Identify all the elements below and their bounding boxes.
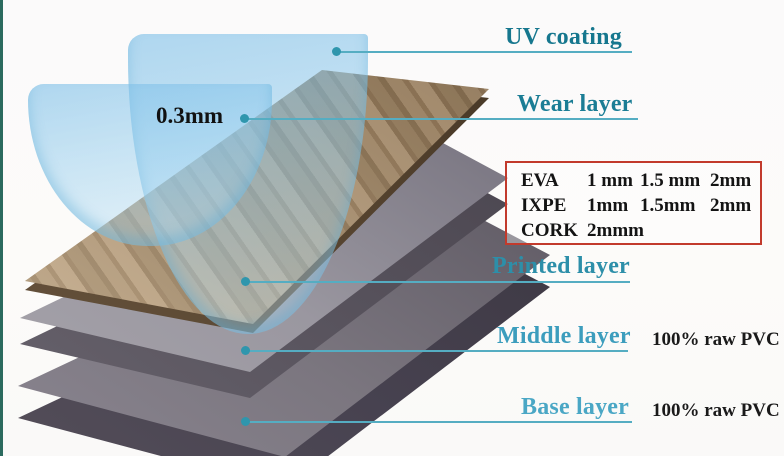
middle-layer-pvc-note: 100% raw PVC: [652, 329, 780, 350]
spec-material: CORK: [521, 219, 578, 241]
spec-value: 2mm: [710, 194, 752, 216]
spec-material: EVA: [521, 169, 559, 191]
spec-value: 1.5 mm: [640, 169, 701, 191]
spec-material: IXPE: [521, 194, 567, 216]
spec-value: 2mm: [710, 169, 752, 191]
middle-layer-label: Middle layer: [497, 323, 631, 349]
uv-coating-label: UV coating: [505, 24, 622, 50]
base-layer-leader-dot: [241, 417, 250, 426]
base-layer-label: Base layer: [521, 394, 629, 420]
spec-value: 1.5mm: [640, 194, 696, 216]
wear-layer-label: Wear layer: [517, 91, 633, 117]
thickness-spec-box: EVA 1 mm 1.5 mm 2mm IXPE 1mm 1.5mm 2mm C…: [505, 161, 762, 245]
spec-value: 1 mm: [587, 169, 633, 191]
spec-value: 2mmm: [587, 219, 644, 241]
middle-layer-leader-line: [241, 346, 628, 355]
spec-value: 1mm: [587, 194, 629, 216]
middle-layer-leader-dot: [241, 346, 250, 355]
base-layer-pvc-note: 100% raw PVC: [652, 400, 780, 421]
uv-coating-leader-dot: [332, 47, 341, 56]
base-layer-leader-line: [241, 417, 632, 426]
printed-layer-leader-dot: [241, 277, 250, 286]
wear-thickness-annotation: 0.3mm: [156, 103, 224, 128]
wear-layer-leader-dot: [240, 114, 249, 123]
wear-layer-leader-line: [240, 114, 638, 123]
uv-coating-leader-line: [332, 47, 632, 56]
left-border-strip: [0, 0, 3, 456]
printed-layer-label: Printed layer: [492, 253, 630, 279]
printed-layer-leader-line: [241, 277, 630, 286]
thickness-spec-table: EVA 1 mm 1.5 mm 2mm IXPE 1mm 1.5mm 2mm C…: [507, 163, 760, 243]
